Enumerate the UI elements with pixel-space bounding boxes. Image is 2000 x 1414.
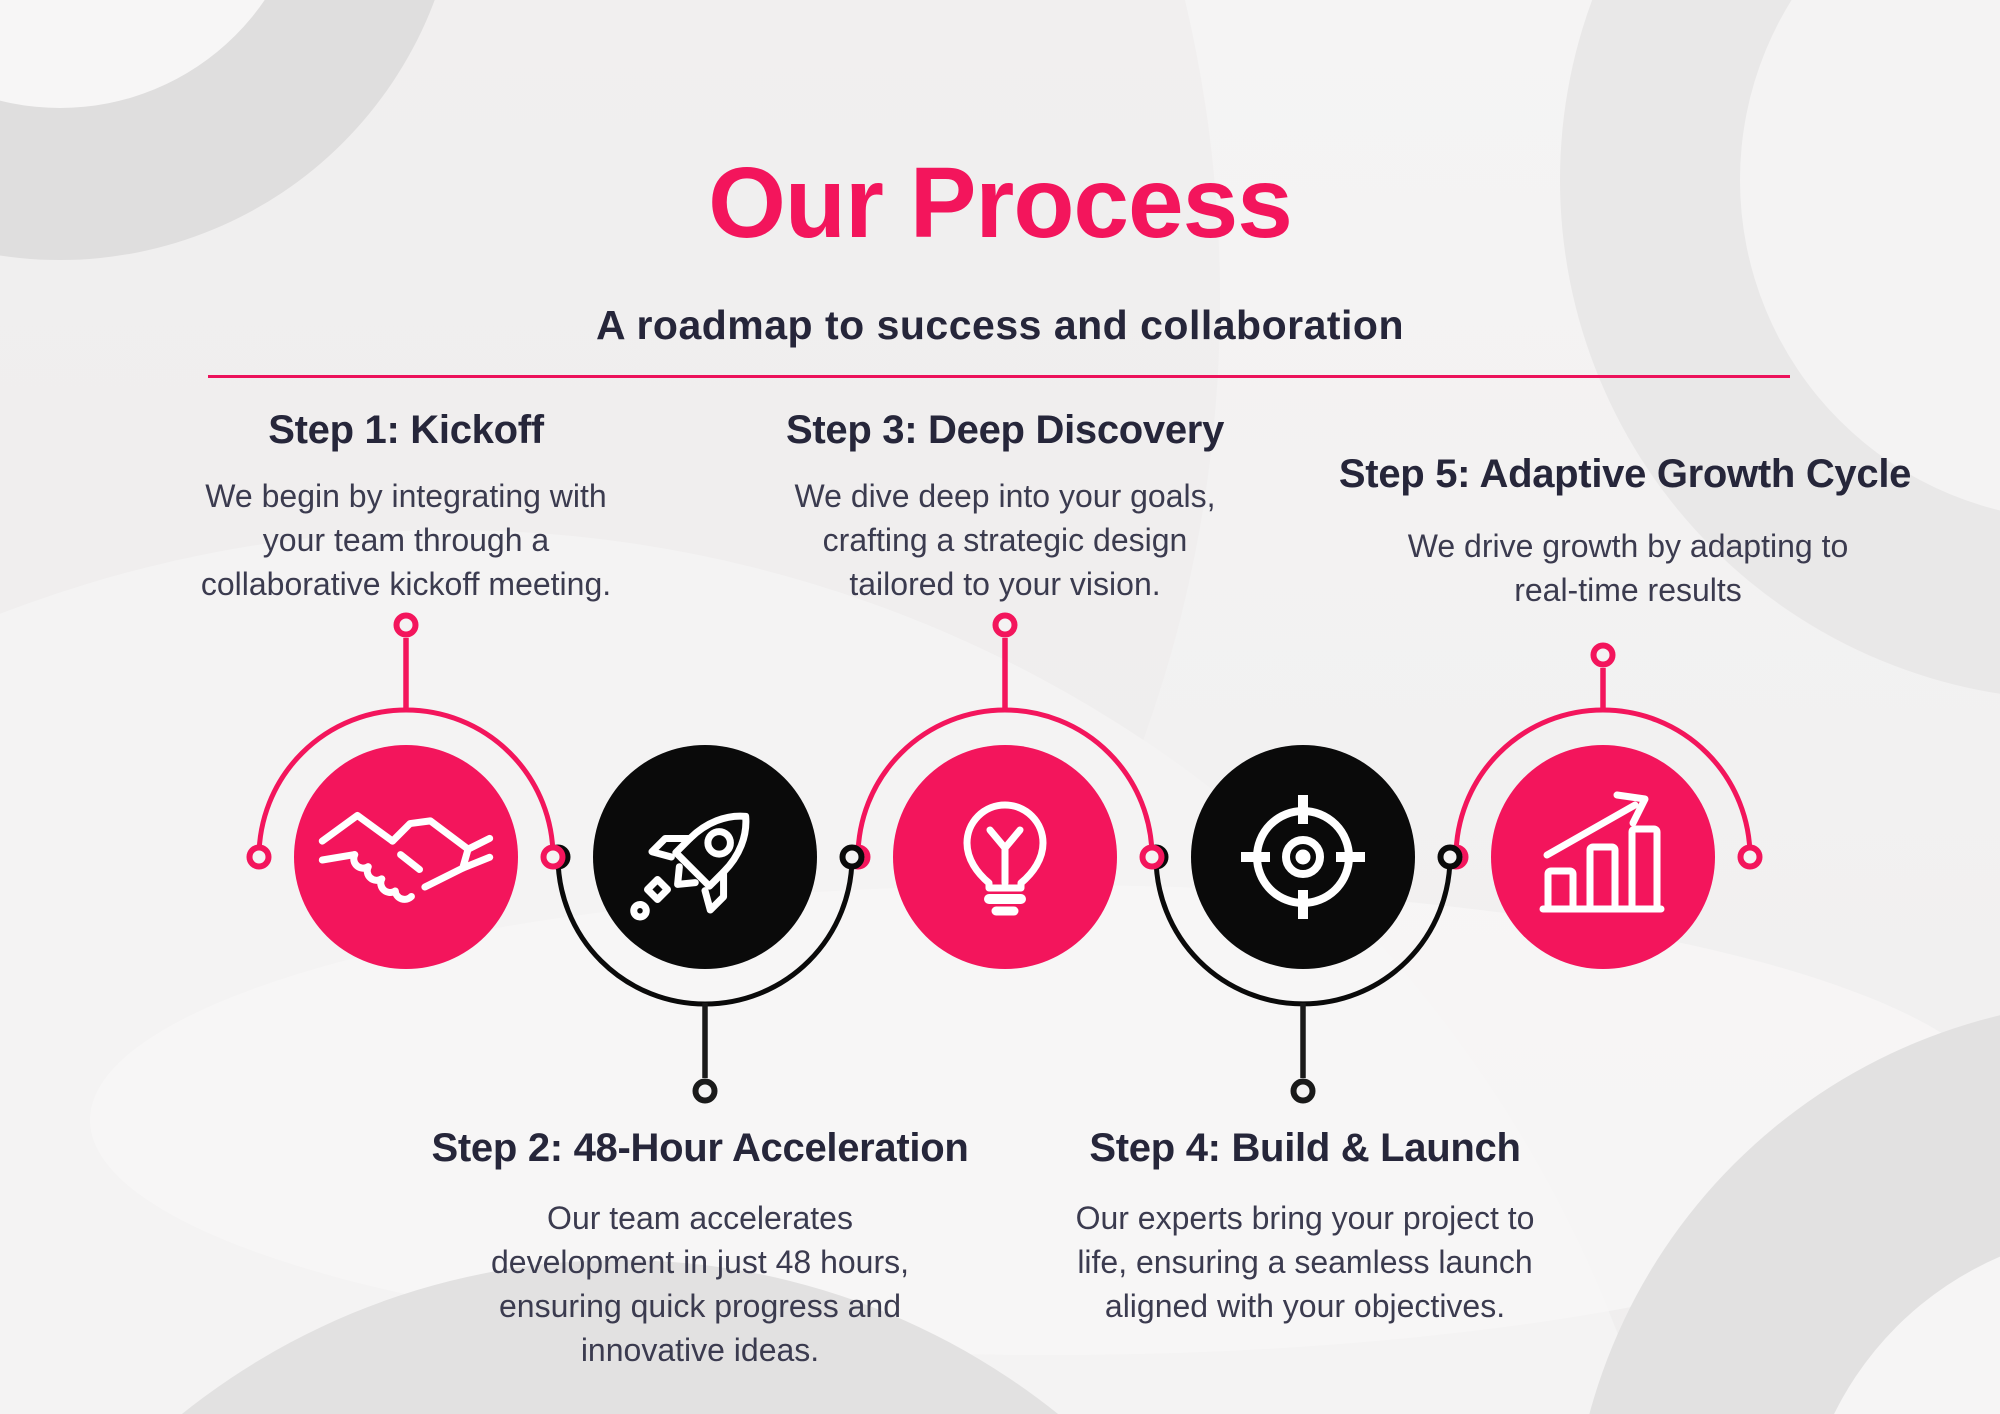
step-1-stem-ring: [393, 612, 419, 638]
step-3-description: We dive deep into your goals, crafting a…: [795, 474, 1216, 606]
step-3-desc-line-3: tailored to your vision.: [849, 566, 1161, 602]
step-2-circle: [593, 745, 817, 969]
step-3-title: Step 3: Deep Discovery: [785, 408, 1225, 452]
step-3-desc-line-2: crafting a strategic design: [822, 522, 1188, 558]
step-2-endpoint-ring-right: [839, 844, 865, 870]
page-title: Our Process: [708, 147, 1293, 259]
step-5-desc-line-1: We drive growth by adapting to: [1407, 528, 1849, 564]
step-5-endpoint-ring-right: [1737, 844, 1763, 870]
step-4-title: Step 4: Build & Launch: [1089, 1126, 1521, 1170]
page-subtitle: A roadmap to success and collaboration: [595, 302, 1405, 348]
step-2-desc-line-1: Our team accelerates: [547, 1200, 853, 1236]
growth-chart-icon: [1539, 791, 1665, 913]
step-5-stem-ring: [1590, 642, 1616, 668]
step-1-desc-line-1: We begin by integrating with: [205, 478, 607, 514]
step-2-stem-ring: [692, 1078, 718, 1104]
step-1-title: Step 1: Kickoff: [268, 408, 544, 452]
step-5-title: Step 5: Adaptive Growth Cycle: [1338, 452, 1912, 496]
step-3-stem-ring: [992, 612, 1018, 638]
step-5-circle: [1491, 745, 1715, 969]
step-5-node: [1443, 642, 1763, 969]
step-4-desc-line-3: aligned with your objectives.: [1104, 1288, 1506, 1324]
rocket-icon: [630, 812, 750, 921]
step-1-endpoint-ring-left: [246, 844, 272, 870]
step-5-description: We drive growth by adapting to real-time…: [1408, 524, 1849, 612]
step-2-desc-line-4: innovative ideas.: [580, 1332, 820, 1368]
step-3-endpoint-ring-right: [1139, 844, 1165, 870]
step-4-desc-line-1: Our experts bring your project to: [1075, 1200, 1535, 1236]
step-2-desc-line-3: ensuring quick progress and: [498, 1288, 901, 1324]
step-3-desc-line-1: We dive deep into your goals,: [794, 478, 1216, 514]
step-1-endpoint-ring-right: [540, 844, 566, 870]
step-2-title: Step 2: 48-Hour Acceleration: [431, 1126, 969, 1170]
step-2-desc-line-2: development in just 48 hours,: [490, 1244, 910, 1280]
step-1-node: [246, 612, 566, 969]
step-3-node: [845, 612, 1165, 969]
divider-line: [208, 375, 1790, 378]
step-4-node: [1143, 745, 1463, 1104]
step-5-desc-line-2: real-time results: [1514, 572, 1742, 608]
step-2-description: Our team accelerates development in just…: [491, 1196, 909, 1372]
step-4-stem-ring: [1290, 1078, 1316, 1104]
step-4-description: Our experts bring your project to life, …: [1076, 1196, 1535, 1328]
step-4-endpoint-ring-right: [1437, 844, 1463, 870]
step-1-desc-line-2: your team through a: [262, 522, 550, 558]
step-2-node: [545, 745, 865, 1104]
target-icon: [1241, 795, 1365, 919]
lightbulb-icon: [963, 801, 1047, 916]
step-4-desc-line-2: life, ensuring a seamless launch: [1077, 1244, 1533, 1280]
step-1-description: We begin by integrating with your team t…: [201, 474, 611, 606]
handshake-icon: [318, 811, 494, 903]
step-1-desc-line-3: collaborative kickoff meeting.: [200, 566, 612, 602]
